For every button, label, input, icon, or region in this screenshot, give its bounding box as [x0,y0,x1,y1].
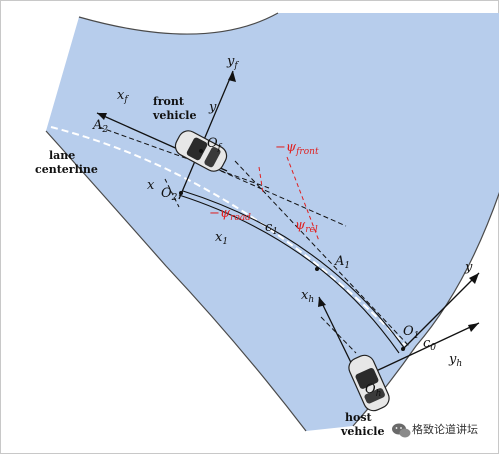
front-y-arrow [228,71,236,82]
label-y-h: yh [448,352,462,369]
label-host-vehicle-1: host [345,411,373,424]
front-vehicle-frame [96,70,236,200]
label-front-vehicle-2: vehicle [152,109,196,122]
label-x-h: xh [301,288,314,305]
reference-arc-outer [178,194,400,354]
road-surface [46,13,499,431]
label-y-f: yf [226,54,239,71]
watermark-text: 格致论道讲坛 [412,422,478,436]
label-O-1: O1 [403,324,419,341]
label-c-0: c0 [423,336,436,353]
reference-arc-inner [182,190,406,350]
label-O-f: Of [207,136,223,153]
point-O1 [401,347,405,351]
host-x-arrow [318,297,326,307]
host-y-arrow [468,323,479,332]
front-x-arrow [97,113,107,120]
label-x-marker: x [147,178,155,193]
label-host-vehicle-2: vehicle [340,425,384,438]
normal-line-o2 [164,178,180,208]
label-lane-2: centerline [35,163,98,176]
label-A-1: A1 [334,254,350,271]
label-y-right: y [464,260,473,275]
psi-front-line [286,156,320,242]
host-y-axis [358,322,480,380]
host-heading-extension [320,316,357,354]
road-edge-left [78,12,279,35]
label-front-vehicle-1: front [153,95,185,108]
label-c-1: c1 [265,220,278,237]
front-y-axis [178,70,234,200]
y-right-arrow [469,273,479,284]
front-vehicle-car [174,130,228,172]
lane-centerline-path [50,126,407,347]
label-A-2: A2 [92,118,108,135]
front-vehicle-heading-line [220,170,347,227]
label-lane-1: lane [49,149,75,162]
tangent-line-a2 [98,126,270,189]
point-A1 [315,267,319,271]
y-axis-right [402,272,480,350]
psi-road-line [258,166,264,194]
label-y-front-axis: y [208,100,217,115]
host-vehicle-frame [318,272,480,412]
label-psi-front: −ψfront [275,140,319,157]
label-O-2: O2 [161,186,178,203]
label-x-1: x1 [215,230,228,247]
label-psi-rel: ψrel [295,218,318,235]
road-edge-outer [45,130,307,432]
label-O-h: Oh [365,382,381,399]
label-psi-road: −ψroad [209,206,251,223]
tangent-line-o1 [234,160,410,347]
wechat-icon [392,423,411,438]
point-O2 [179,191,183,195]
watermark: 格致论道讲坛 [392,422,478,438]
label-x-f: xf [117,88,129,105]
host-vehicle-car [348,354,390,412]
